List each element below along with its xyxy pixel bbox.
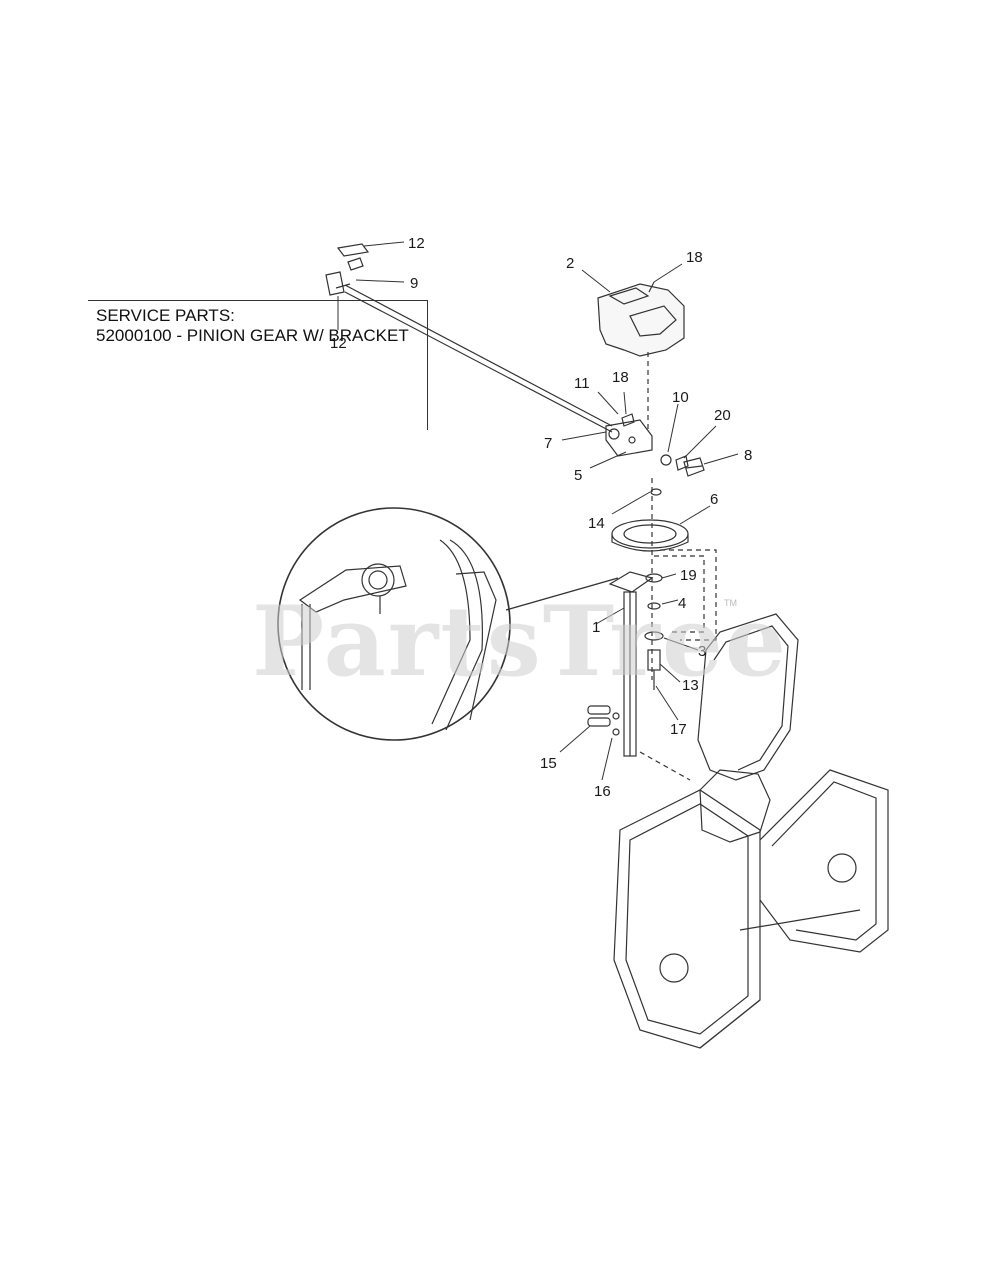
- pinion-bracket: [605, 413, 653, 457]
- callout-8: 8: [744, 447, 752, 464]
- callout-10: 10: [672, 389, 689, 406]
- callout-16: 16: [594, 783, 611, 800]
- callout-11: 11: [574, 375, 590, 392]
- callout-13: 13: [682, 677, 699, 694]
- detail-inset: [277, 507, 619, 741]
- callout-12-bottom: 12: [330, 335, 347, 352]
- callout-5: 5: [574, 467, 582, 484]
- mounting-bracket: [608, 571, 654, 757]
- callout-4: 4: [678, 595, 686, 612]
- watermark: PartsTree: [252, 585, 788, 698]
- callout-7: 7: [544, 435, 552, 452]
- watermark-trademark: TM: [724, 598, 737, 608]
- callout-18-top: 18: [686, 249, 703, 266]
- pinion-hardware: [660, 454, 705, 477]
- control-rod: [344, 284, 613, 433]
- callout-17: 17: [670, 721, 687, 738]
- auger-housing: [613, 613, 889, 1049]
- callout-1: 1: [592, 619, 600, 636]
- callout-2: 2: [566, 255, 574, 272]
- ring-gear: [611, 488, 689, 552]
- leader-lines: [337, 241, 739, 781]
- service-parts-item: 52000100 - PINION GEAR W/ BRACKET: [96, 326, 409, 345]
- callout-labels: 12 9 12 2 18 11 18 7 5 10 20 8 6 14 19 4…: [330, 235, 752, 800]
- callout-6: 6: [710, 491, 718, 508]
- callout-3: 3: [698, 643, 706, 660]
- callout-9: 9: [410, 275, 418, 292]
- callout-14: 14: [588, 515, 605, 532]
- assembly-guide-lines: [639, 352, 717, 781]
- callout-12-top: 12: [408, 235, 425, 252]
- mounting-bolts: [587, 705, 620, 736]
- callout-20: 20: [714, 407, 731, 424]
- service-parts-box: [88, 300, 428, 430]
- callout-15: 15: [540, 755, 557, 772]
- service-parts-note: SERVICE PARTS: 52000100 - PINION GEAR W/…: [96, 306, 409, 346]
- callout-19: 19: [680, 567, 697, 584]
- rod-end-clips: [325, 243, 370, 296]
- service-parts-heading: SERVICE PARTS:: [96, 306, 235, 325]
- chute-housing: [597, 281, 685, 357]
- callout-18-bracket: 18: [612, 369, 629, 386]
